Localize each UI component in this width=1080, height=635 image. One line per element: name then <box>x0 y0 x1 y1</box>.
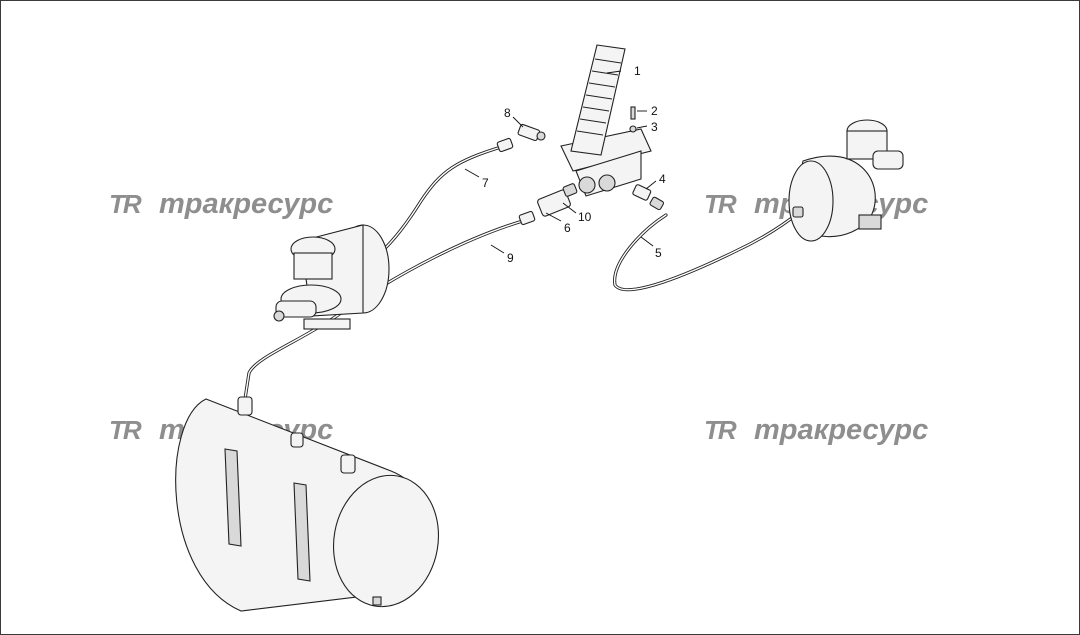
watermark-text: тракресурс <box>159 188 333 220</box>
watermark-logo: TR <box>109 189 142 219</box>
callout-3: 3 <box>651 120 658 134</box>
brake-chamber-right <box>788 119 904 242</box>
callout-5: 5 <box>655 246 662 260</box>
watermark-bottom-right: TR тракресурс <box>704 414 928 446</box>
fitting-4 <box>632 184 665 211</box>
fitting-6 <box>518 210 536 226</box>
callout-6: 6 <box>564 221 571 235</box>
fitting-8 <box>496 123 546 153</box>
callout-2: 2 <box>651 104 658 118</box>
callout-7: 7 <box>482 176 489 190</box>
watermark-text: тракресурс <box>754 414 928 446</box>
air-tank <box>175 396 440 612</box>
callout-1: 1 <box>634 64 641 78</box>
hose-5 <box>613 209 803 292</box>
watermark-top-left: TR тракресурс <box>109 188 333 220</box>
hose-7 <box>371 145 503 261</box>
callout-8: 8 <box>504 106 511 120</box>
watermark-logo: TR <box>704 415 737 445</box>
leader-lines <box>464 70 657 254</box>
watermark-logo: TR <box>704 189 737 219</box>
brake-chamber-left <box>273 224 390 330</box>
watermark-logo: TR <box>109 415 142 445</box>
callout-4: 4 <box>659 172 666 186</box>
callout-9: 9 <box>507 251 514 265</box>
fitting-10 <box>537 183 578 217</box>
callout-labels: 1 2 3 4 5 6 7 8 9 10 <box>482 64 666 265</box>
callout-10: 10 <box>578 210 592 224</box>
